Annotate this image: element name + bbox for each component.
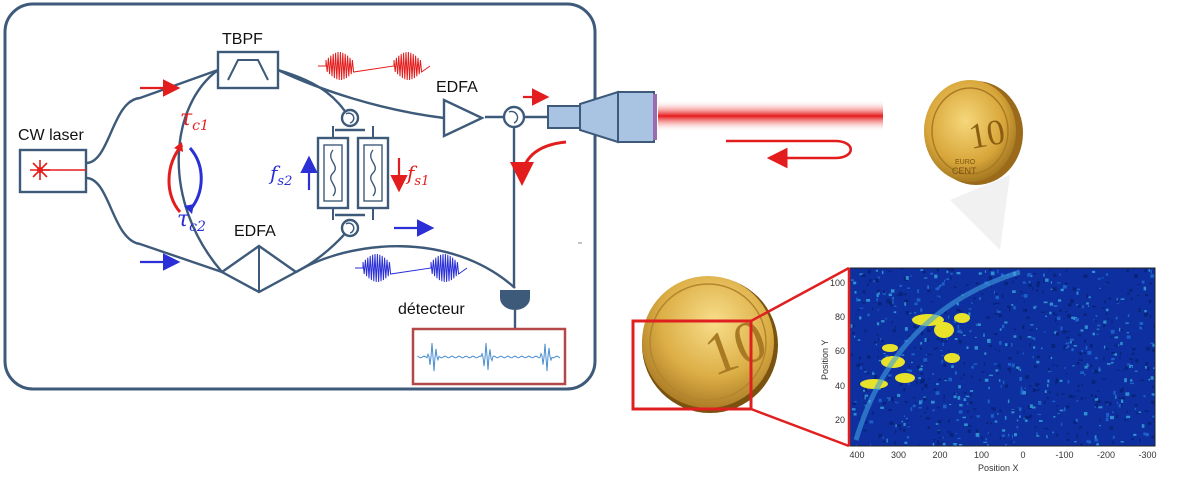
coin-cent-text: CENT: [952, 166, 977, 176]
scan-xtick: 300: [891, 450, 906, 460]
laser-beam: [658, 100, 883, 132]
scan-axes: 100 80 60 40 20 400 300 200 100 0 -100 -200 -300: [830, 278, 1157, 460]
scan-ylabel: Position Y: [820, 340, 830, 380]
scan-xtick: -100: [1055, 450, 1073, 460]
scan-xtick: 100: [974, 450, 989, 460]
coin-euro-text: EURO: [955, 159, 976, 166]
edfa-top-amplifier: [442, 98, 485, 138]
scan-ytick: 80: [835, 312, 845, 322]
detector: [500, 290, 530, 310]
detector-label: détecteur: [398, 301, 465, 318]
red-pulse-comb: [318, 52, 431, 80]
scan-ytick: 40: [835, 381, 845, 391]
scan-xlabel: Position X: [978, 463, 1019, 473]
telescope-head: [547, 90, 657, 144]
output-return-arrow: [510, 140, 567, 186]
cw-laser: [18, 148, 88, 194]
tau-c2-symbol: τc2: [177, 207, 206, 235]
red-curved-arrow: [167, 144, 184, 213]
edfa-bottom-amplifier: [219, 244, 299, 294]
scanned-coin: 10: [631, 276, 778, 413]
detector-trace: [411, 327, 567, 386]
blue-pulse-comb: [355, 254, 468, 282]
zoom-line-bottom: [750, 407, 850, 448]
inset-box: [631, 319, 753, 411]
zoom-line-top: [750, 266, 850, 323]
red-curved-arrowhead: [174, 142, 183, 152]
loop-circulators: [340, 108, 360, 238]
output-circulator: [502, 105, 526, 129]
tau-c1-symbol: τc1: [180, 106, 209, 134]
target-coin: 10 EURO CENT: [924, 80, 1023, 250]
scan-xtick: 0: [1020, 450, 1025, 460]
scan-xtick: 400: [849, 450, 864, 460]
tbpf-filter: [216, 50, 280, 90]
scan-xtick: -300: [1138, 450, 1156, 460]
setup-frame: [3, 2, 597, 391]
scan-xtick: 200: [932, 450, 947, 460]
blue-curved-arrowhead: [184, 204, 194, 214]
scan-xtick: -200: [1097, 450, 1115, 460]
edfa-top-label: EDFA: [436, 79, 478, 96]
scan-image: [847, 267, 1156, 447]
edfa-bottom-label: EDFA: [234, 223, 276, 240]
return-arrow: [726, 139, 852, 169]
scan-ytick: 100: [830, 278, 845, 288]
scan-ytick: 20: [835, 415, 845, 425]
coin-denomination: 10: [966, 111, 1008, 157]
scan-ytick: 60: [835, 346, 845, 356]
frequency-shifters: [316, 126, 390, 220]
cw-laser-label: CW laser: [18, 127, 84, 144]
tbpf-label: TBPF: [222, 31, 263, 48]
